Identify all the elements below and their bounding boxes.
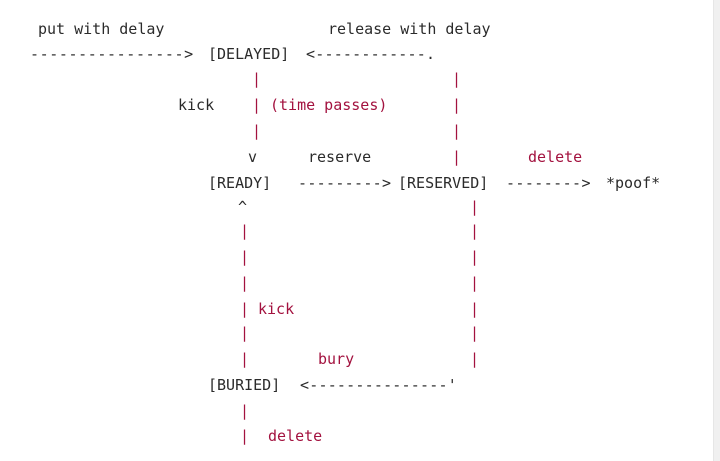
state-buried: [BURIED] [208, 376, 281, 394]
arrow-release: <------------. [306, 45, 436, 63]
pipe-kick-2: | [240, 248, 250, 266]
pipe-delayed-3: | [252, 122, 262, 140]
label-release-with-delay: release with delay [328, 20, 491, 38]
state-ready: [READY] [208, 174, 272, 192]
arrow-reserved-to-poof: --------> [506, 174, 591, 192]
pipe-release-1: | [452, 70, 462, 88]
pipe-release-2: | [452, 96, 462, 114]
arrow-into-delayed: ----------------> [30, 45, 194, 63]
pipe-bury-1: | [470, 198, 480, 216]
label-kick-bottom: kick [258, 300, 295, 318]
label-kick-top: kick [178, 96, 215, 114]
state-delayed: [DELAYED] [208, 45, 290, 63]
pipe-kick-5: | [240, 324, 250, 342]
label-time-passes: (time passes) [270, 96, 388, 114]
page-edge [713, 0, 720, 461]
pipe-delayed-2: | [252, 96, 262, 114]
arrow-ready-to-reserved: ---------> [298, 174, 392, 192]
arrow-down-to-ready: v [248, 148, 258, 166]
arrow-into-buried: <---------------' [300, 376, 457, 394]
state-reserved: [RESERVED] [398, 174, 489, 192]
pipe-bury-4: | [470, 274, 480, 292]
pipe-kick-1: | [240, 222, 250, 240]
pipe-delayed-1: | [252, 70, 262, 88]
label-reserve: reserve [308, 148, 372, 166]
label-delete-bottom: delete [268, 427, 323, 445]
pipe-delete-2: | [240, 427, 250, 445]
pipe-release-4: | [452, 148, 462, 166]
pipe-kick-6: | [240, 350, 250, 368]
pipe-delete-1: | [240, 402, 250, 420]
label-delete-right: delete [528, 148, 583, 166]
pipe-bury-7: | [470, 350, 480, 368]
pipe-bury-5: | [470, 300, 480, 318]
pipe-bury-6: | [470, 324, 480, 342]
pipe-bury-2: | [470, 222, 480, 240]
pipe-bury-3: | [470, 248, 480, 266]
label-bury: bury [318, 350, 355, 368]
label-poof: *poof* [606, 174, 661, 192]
pipe-kick-3: | [240, 274, 250, 292]
pipe-release-3: | [452, 122, 462, 140]
pipe-kick-4: | [240, 300, 250, 318]
label-put-with-delay: put with delay [38, 20, 165, 38]
arrow-up-to-ready: ^ [238, 198, 248, 216]
